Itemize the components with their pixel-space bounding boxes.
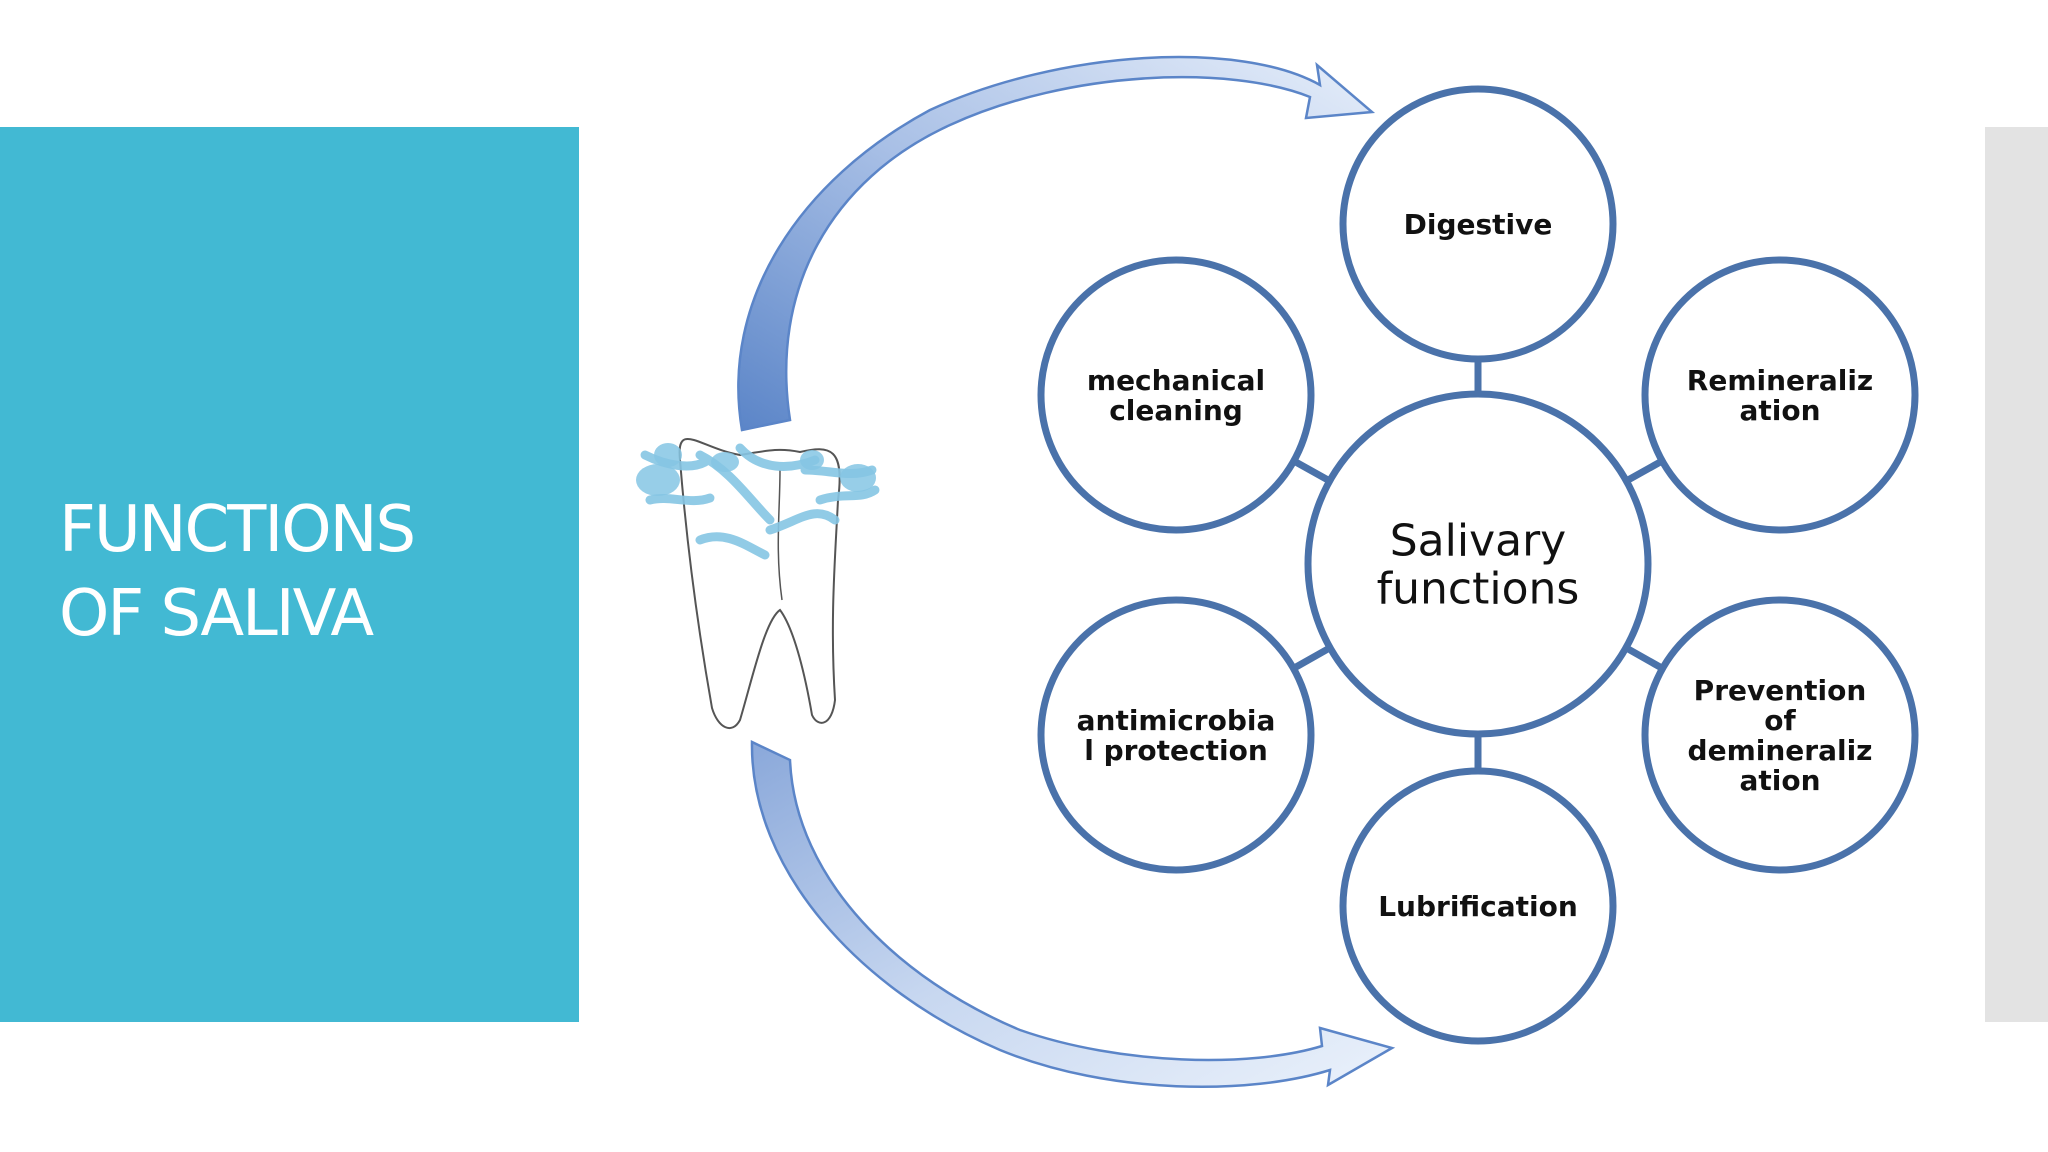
bottom-curved-arrow (750, 740, 1396, 1089)
connector-prevention (1624, 644, 1665, 672)
circle-mechanical (1037, 256, 1315, 534)
connector-mechanical (1292, 457, 1332, 485)
hub-label-line-2: functions (1377, 563, 1580, 614)
circle-lubrification (1339, 767, 1617, 1045)
label-lubrification-line-1: Lubrification (1378, 890, 1578, 923)
function-labels: DigestiveRemineralizationPreventionofdem… (1077, 208, 1874, 923)
title-panel (0, 127, 579, 1022)
label-prevention-line-4: ation (1739, 764, 1820, 797)
label-remineralization-line-1: Remineraliz (1687, 364, 1873, 397)
label-remineralization-line-2: ation (1739, 394, 1820, 427)
label-antimicrobial-line-2: l protection (1084, 734, 1268, 767)
label-mechanical-line-2: cleaning (1109, 394, 1243, 427)
label-antimicrobial-line-1: antimicrobia (1077, 704, 1276, 737)
slide-title-line-2: OF SALIVA (59, 577, 374, 651)
function-circles (1037, 85, 1919, 1045)
top-curved-arrow (737, 55, 1376, 432)
circle-digestive (1339, 85, 1617, 363)
slide-title-line-1: FUNCTIONS (59, 493, 416, 567)
connector-lines (1291, 359, 1665, 771)
circle-antimicrobial (1037, 596, 1315, 874)
label-prevention-line-3: demineraliz (1688, 734, 1873, 767)
connector-remineralization (1624, 457, 1664, 485)
label-prevention-line-1: Prevention (1694, 674, 1867, 707)
circle-remineralization (1641, 256, 1919, 534)
hub-label-line-1: Salivary (1390, 515, 1566, 566)
slide-title: FUNCTIONS OF SALIVA (59, 488, 559, 656)
label-digestive-line-1: Digestive (1404, 208, 1553, 241)
label-prevention-line-2: of (1764, 704, 1796, 737)
hub-circle (1304, 390, 1652, 738)
label-mechanical-line-1: mechanical (1087, 364, 1265, 397)
tooth-icon (636, 438, 880, 730)
circle-prevention (1641, 596, 1919, 874)
right-decor-strip (1985, 127, 2048, 1022)
connector-antimicrobial (1291, 644, 1332, 672)
